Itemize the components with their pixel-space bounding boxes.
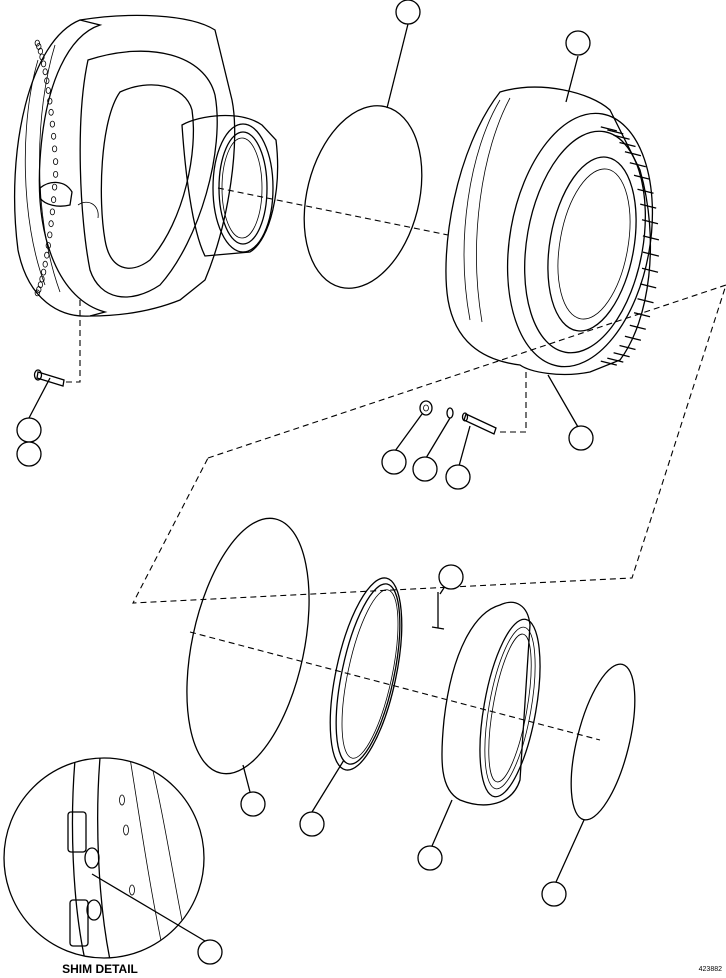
stud <box>629 324 646 330</box>
callout-balloon <box>16 441 42 467</box>
callout-balloon <box>565 30 591 56</box>
bolt-hole <box>52 170 59 178</box>
stud <box>624 151 642 157</box>
bolt-hole <box>47 97 53 105</box>
stud <box>641 267 659 273</box>
bolt-hole <box>34 289 40 297</box>
bolt-hole <box>49 208 56 216</box>
callout-balloon <box>197 939 223 965</box>
bolt-hole <box>51 145 58 153</box>
bolt-hole <box>50 196 57 204</box>
bolt-hole <box>42 260 48 268</box>
stud <box>641 219 659 225</box>
callout-balloon <box>417 845 443 871</box>
bolt-hole <box>40 60 47 68</box>
callout-leaders <box>28 23 585 945</box>
callout-balloon <box>438 564 464 590</box>
bolt-hole <box>42 68 48 76</box>
pin <box>431 592 445 630</box>
callout-balloon <box>445 464 471 490</box>
callout-balloon <box>412 456 438 482</box>
callout-balloons <box>16 0 594 965</box>
main-case-housing <box>13 14 279 317</box>
callout-balloon <box>541 881 567 907</box>
bolt-hole <box>45 87 51 94</box>
retaining-bolt <box>33 369 65 387</box>
bolt-hole <box>39 53 45 61</box>
large-gasket <box>303 105 423 289</box>
rear-gasket <box>186 517 310 775</box>
bolt-hole <box>47 231 53 239</box>
stud <box>619 141 636 148</box>
bolt-hole <box>40 268 47 276</box>
stud <box>640 203 657 209</box>
bolt-hole <box>52 158 59 166</box>
stud <box>613 352 630 358</box>
bolt-hole <box>45 242 51 249</box>
bolt-hole <box>50 132 57 140</box>
stud <box>600 360 617 366</box>
bolt-hole <box>44 77 50 85</box>
stud <box>629 162 646 168</box>
stud <box>637 298 654 304</box>
stud <box>633 312 651 318</box>
stud <box>461 412 497 435</box>
stud <box>633 174 651 180</box>
bolt-hole-pattern <box>34 39 59 297</box>
nut <box>419 400 433 416</box>
stud <box>642 251 660 257</box>
stud <box>640 283 657 289</box>
stud <box>624 335 642 341</box>
bolt-hole <box>51 183 58 191</box>
callout-balloon <box>395 0 421 25</box>
callout-balloon <box>299 811 325 837</box>
seal-ring <box>329 577 403 771</box>
bolt-hole <box>48 220 54 228</box>
bolt-hole <box>48 108 54 116</box>
stud <box>607 357 624 363</box>
callout-balloon <box>16 417 42 443</box>
bolt-hole <box>36 286 42 293</box>
bearing-support-assembly <box>445 86 660 376</box>
figure-id: 423882 <box>698 966 722 973</box>
shim-detail-label: SHIM DETAIL <box>62 962 138 976</box>
callout-balloon <box>240 791 266 817</box>
washer <box>446 407 454 419</box>
stud <box>607 129 624 135</box>
bolt-hole <box>49 120 56 128</box>
callout-balloon <box>381 449 407 475</box>
small-gasket <box>570 663 636 821</box>
stud <box>619 344 636 351</box>
callout-balloon <box>568 425 594 451</box>
stud <box>637 188 654 194</box>
assembly-centerlines <box>64 187 726 741</box>
stud-pattern <box>600 126 660 366</box>
bearing-retainer <box>441 601 541 806</box>
stud <box>600 126 617 132</box>
shim-detail <box>3 757 205 959</box>
stud <box>642 235 660 241</box>
bolt-hole <box>34 39 40 47</box>
bolt-hole <box>44 251 50 259</box>
stud <box>613 134 630 140</box>
